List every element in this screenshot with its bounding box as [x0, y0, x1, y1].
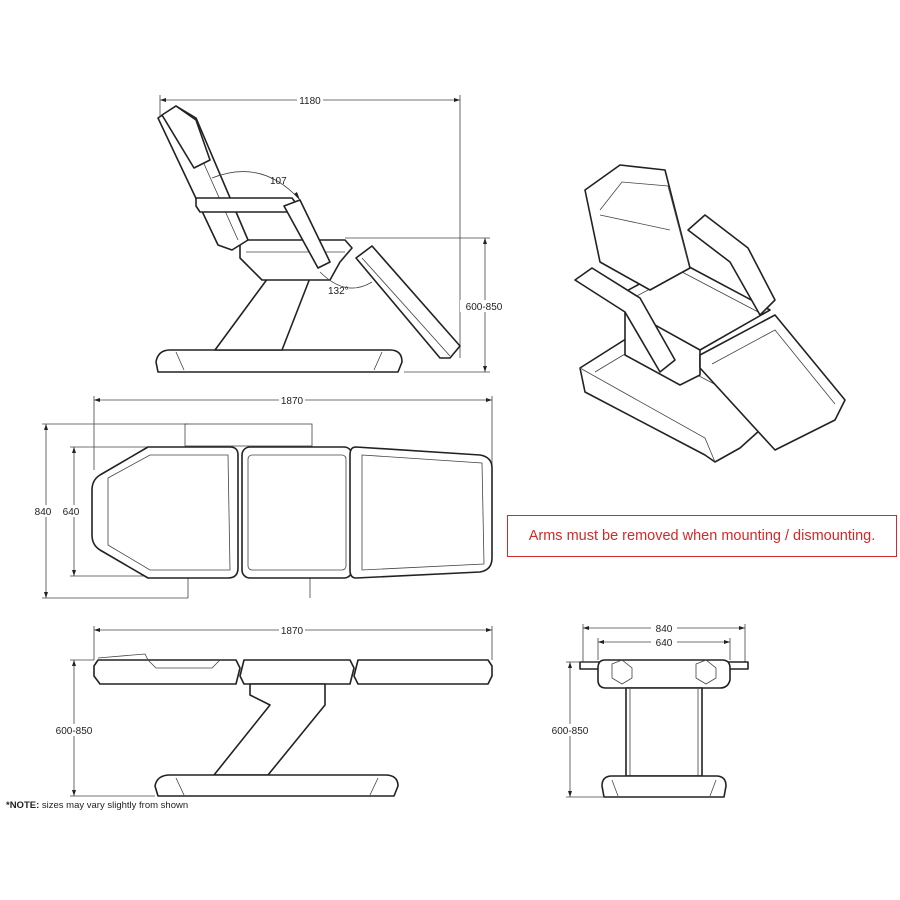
end-view: 840 640 6 — [546, 622, 749, 798]
dimension-label: 640 — [63, 507, 80, 518]
dimension-1870-side: 1870 — [93, 624, 493, 660]
top-leg-section — [349, 446, 493, 579]
iso-backrest — [584, 164, 691, 291]
dimension-label: 840 — [35, 507, 52, 518]
dimension-640-top: 640 — [60, 446, 150, 577]
iso-armrest-right — [687, 214, 776, 316]
isometric-view — [574, 164, 846, 463]
dimension-label: 840 — [656, 624, 673, 635]
dimension-840-top: 840 — [32, 423, 188, 599]
dimension-840-end: 840 — [582, 622, 746, 665]
chair-column — [214, 277, 311, 351]
flat-base — [154, 774, 399, 797]
top-view: 1870 840 640 — [32, 394, 493, 599]
dimension-height-flat: 600-850 — [50, 659, 155, 797]
end-base — [601, 775, 727, 798]
dimension-640-end: 640 — [597, 636, 731, 660]
dimension-label: 1870 — [281, 626, 304, 637]
angle-label-backrest: 107 — [270, 176, 287, 187]
dimension-label: 640 — [656, 638, 673, 649]
dimension-label: 1870 — [281, 396, 304, 407]
angle-label-legrest: 132° — [328, 286, 349, 297]
flat-side-view: 1870 600-850 — [50, 624, 493, 797]
flat-tabletop — [93, 659, 241, 685]
end-tabletop — [597, 659, 731, 689]
end-column — [625, 687, 703, 777]
dimension-label: 600-850 — [466, 302, 503, 313]
flat-column — [213, 683, 326, 776]
warning-notice: Arms must be removed when mounting / dis… — [507, 515, 897, 557]
footnote: *NOTE: sizes may vary slightly from show… — [6, 800, 188, 811]
chair-headrest — [161, 105, 211, 169]
dimension-height-side: 600-850 — [345, 237, 506, 373]
footnote-bold: *NOTE: — [6, 800, 39, 811]
dimension-label: 600-850 — [552, 726, 589, 737]
chair-armrest — [195, 197, 299, 213]
iso-armrest-left — [574, 267, 676, 373]
dimension-label: 1180 — [299, 96, 321, 107]
chair-base — [155, 349, 403, 373]
top-head-section — [91, 446, 239, 579]
footnote-text: sizes may vary slightly from shown — [39, 800, 188, 811]
dimension-1870-top: 1870 — [93, 394, 493, 470]
dimension-1180: 1180 — [159, 94, 461, 358]
dimension-label: 600-850 — [56, 726, 93, 737]
warning-notice-text: Arms must be removed when mounting / dis… — [528, 528, 876, 544]
iso-legrest — [699, 314, 846, 451]
top-seat-section — [241, 446, 353, 579]
dimension-height-end: 600-850 — [546, 661, 604, 798]
chair-legrest — [355, 245, 461, 359]
chair-seat — [239, 239, 353, 281]
side-view-reclined: 1180 107 132° — [155, 94, 506, 373]
